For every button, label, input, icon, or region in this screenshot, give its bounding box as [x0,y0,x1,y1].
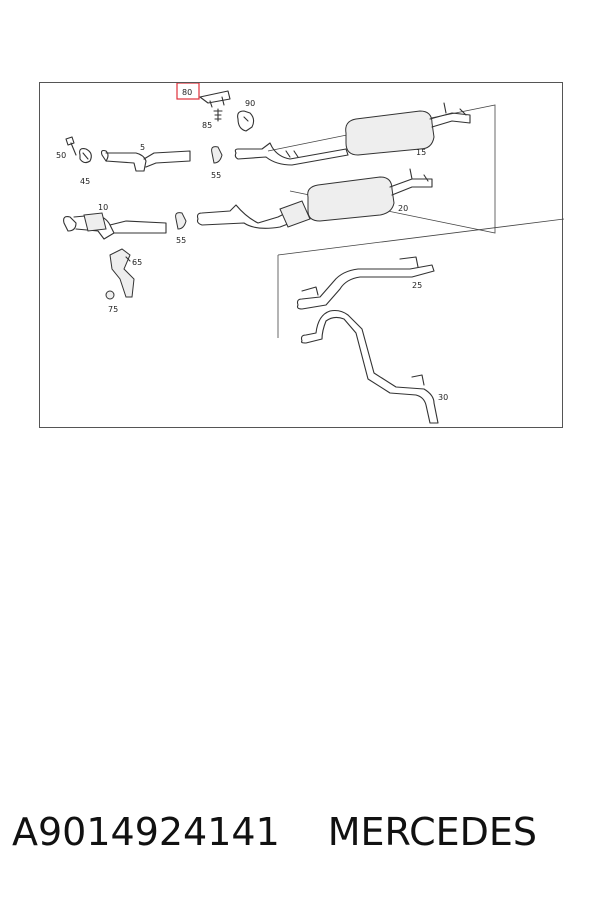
label-20: 20 [398,204,408,213]
part-75-nut [105,290,115,300]
part-50-bolt [65,136,77,156]
label-30: 30 [438,393,448,402]
part-15-pipe [234,142,349,166]
part-10-catalyst [83,212,107,232]
part-20-catalyst [279,200,311,228]
part-55-upper-clamp [211,146,223,164]
part-25-hanger [301,256,419,296]
highlight-box-80[interactable] [176,83,200,100]
label-50: 50 [56,151,66,160]
part-15-hanger [285,150,299,158]
label-45: 45 [80,177,90,186]
part-85-bolt [213,108,223,122]
part-25-pipe [296,264,435,310]
part-65-bracket [109,248,135,298]
label-25: 25 [412,281,422,290]
part-30-hanger [411,374,425,386]
part-45-clamp [79,148,92,164]
part-65-bolt [125,256,131,262]
caption: A9014924141 MERCEDES [12,806,588,858]
section-line-lower [277,218,564,338]
label-15: 15 [416,148,426,157]
label-75: 75 [108,305,118,314]
part-30-pipe [300,309,439,424]
part-55-lower-clamp [175,212,187,230]
label-80: 80 [182,88,192,97]
exhaust-diagram-drawing: 80 85 90 50 45 5 55 15 10 55 [56,83,564,424]
part-5-front-pipe [100,149,191,172]
label-55-lower: 55 [176,236,186,245]
part-15-tailpipe [429,102,471,128]
part-90-hanger [237,110,255,132]
part-10-front-pipe [63,214,167,240]
part-80-bracket [199,90,231,108]
exhaust-diagram: 80 85 90 50 45 5 55 15 10 55 [39,82,564,428]
part-number: A9014924141 [12,810,280,854]
label-55-upper: 55 [211,171,221,180]
label-90: 90 [245,99,255,108]
part-20-tailpipe [389,168,433,196]
brand-name: MERCEDES [327,810,538,854]
label-10: 10 [98,203,108,212]
part-20-muffler [307,176,395,222]
label-85: 85 [202,121,212,130]
label-65: 65 [132,258,142,267]
part-15-muffler [345,110,435,156]
label-5: 5 [140,143,145,152]
